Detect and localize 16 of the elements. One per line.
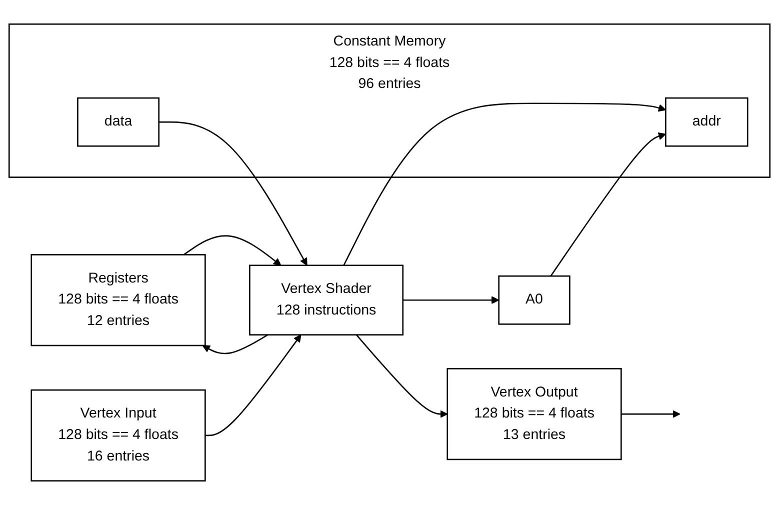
arrow xyxy=(356,334,448,418)
arrow xyxy=(183,235,282,266)
arrow xyxy=(402,296,500,304)
arrow xyxy=(202,334,268,354)
node-box: Vertex Shader 128 instructions xyxy=(249,264,404,336)
node-box: Registers 128 bits == 4 floats 12 entries xyxy=(30,254,206,346)
arrow xyxy=(205,334,302,436)
node-box: Vertex Output 128 bits == 4 floats 13 entries xyxy=(446,368,622,460)
node-box: addr xyxy=(665,97,748,147)
arrow xyxy=(550,132,666,276)
arrow xyxy=(343,102,666,266)
arrow xyxy=(158,121,308,266)
node-box: A0 xyxy=(498,275,570,325)
node-box: Vertex Input 128 bits == 4 floats 16 entries xyxy=(30,389,206,482)
arrow xyxy=(621,410,680,418)
node-box: data xyxy=(77,97,160,147)
